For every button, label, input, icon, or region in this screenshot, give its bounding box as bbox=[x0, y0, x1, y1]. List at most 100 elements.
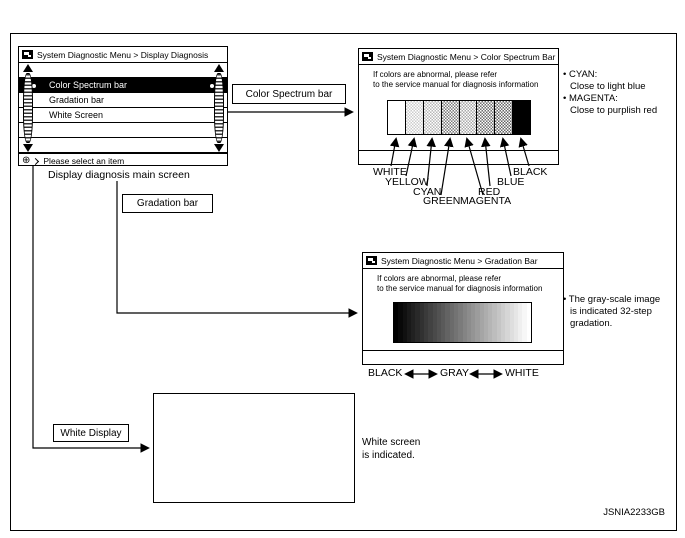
gradation-step bbox=[394, 303, 399, 342]
gradation-step bbox=[419, 303, 424, 342]
gradation-step bbox=[509, 303, 514, 342]
gradation-step bbox=[462, 303, 467, 342]
menu-item-label: Color Spectrum bar bbox=[49, 80, 128, 90]
scroll-wheel-band bbox=[213, 73, 224, 143]
gradation-step bbox=[432, 303, 437, 342]
flow-label-color-spectrum-bar: Color Spectrum bar bbox=[232, 84, 346, 104]
message-line: If colors are abnormal, please refer bbox=[373, 70, 498, 79]
gradation-step bbox=[526, 303, 531, 342]
gradation-step bbox=[402, 303, 407, 342]
flow-label-text: Gradation bar bbox=[136, 198, 199, 209]
gradation-step bbox=[436, 303, 442, 342]
scroll-wheel-band bbox=[22, 73, 33, 143]
segment-label-yellow: YELLOW bbox=[385, 176, 429, 188]
spectrum-segment-red bbox=[477, 101, 496, 134]
flow-label-white-display: White Display bbox=[53, 424, 129, 442]
gradation-step bbox=[415, 303, 420, 342]
gradation-screen: System Diagnostic Menu > Gradation Bar I… bbox=[362, 252, 564, 365]
segment-label-cyan: CYAN bbox=[413, 186, 442, 198]
gradation-step bbox=[466, 303, 472, 342]
segment-label-black: BLACK bbox=[513, 166, 548, 178]
scale-label-black: BLACK bbox=[368, 367, 403, 379]
menu-item-white-screen: White Screen bbox=[19, 108, 227, 123]
main-screen-menu: Color Spectrum bar Gradation bar White S… bbox=[19, 63, 227, 153]
segment-label-green: GREEN bbox=[423, 195, 461, 207]
main-screen-statusbar: ⊕ Please select an item bbox=[19, 153, 227, 168]
gradation-step bbox=[483, 303, 489, 342]
display-icon bbox=[366, 256, 377, 265]
spectrum-segment-white bbox=[388, 101, 406, 134]
note-term: CYAN: bbox=[563, 69, 657, 81]
figure-id: JSNIA2233GB bbox=[603, 507, 665, 518]
main-screen-title: System Diagnostic Menu > Display Diagnos… bbox=[37, 49, 209, 60]
chevron-icon bbox=[32, 157, 40, 165]
note-line: is indicated. bbox=[362, 450, 415, 461]
gradation-step bbox=[488, 303, 493, 342]
main-screen-titlebar: System Diagnostic Menu > Display Diagnos… bbox=[19, 47, 227, 63]
scroll-wheel-left bbox=[21, 64, 34, 152]
color-spectrum-bar bbox=[387, 100, 531, 135]
scroll-down-arrow-icon bbox=[213, 144, 224, 152]
gradation-screen-titlebar: System Diagnostic Menu > Gradation Bar bbox=[363, 253, 563, 269]
gradation-bar bbox=[393, 302, 532, 343]
gradation-step bbox=[518, 303, 523, 342]
menu-row-empty bbox=[19, 63, 227, 78]
rotary-knob-icon: ⊕ bbox=[22, 155, 31, 166]
spectrum-segment-cyan bbox=[423, 101, 442, 134]
white-screen-rect bbox=[153, 393, 355, 503]
gradation-step bbox=[505, 303, 510, 342]
gradation-step bbox=[453, 303, 459, 342]
flow-label-text: Color Spectrum bar bbox=[245, 88, 333, 100]
note-desc: Close to purplish red bbox=[570, 105, 658, 116]
display-icon bbox=[22, 50, 33, 59]
spectrum-segment-black bbox=[513, 101, 530, 134]
segment-label-white: WHITE bbox=[373, 166, 407, 178]
gradation-step bbox=[411, 303, 416, 342]
scroll-up-arrow-icon bbox=[213, 64, 224, 72]
menu-item-label: White Screen bbox=[49, 110, 104, 120]
gradation-step bbox=[449, 303, 454, 342]
gradation-step bbox=[496, 303, 502, 342]
color-spectrum-screen: System Diagnostic Menu > Color Spectrum … bbox=[358, 48, 559, 165]
color-notes: CYAN: Close to light blue MAGENTA: Close… bbox=[563, 69, 657, 117]
display-icon bbox=[362, 52, 373, 61]
scale-label-white: WHITE bbox=[505, 367, 539, 379]
note-line: The gray-scale image bbox=[563, 294, 660, 306]
menu-item-color-spectrum-bar: Color Spectrum bar bbox=[19, 78, 227, 93]
segment-label-magenta: MAGENTA bbox=[460, 195, 512, 207]
gradation-step bbox=[522, 303, 527, 342]
flow-label-text: White Display bbox=[60, 427, 122, 439]
spectrum-segment-yellow bbox=[405, 101, 424, 134]
gradation-screen-footer bbox=[363, 350, 563, 364]
gradation-step bbox=[423, 303, 429, 342]
flow-label-gradation-bar: Gradation bar bbox=[122, 194, 213, 213]
spectrum-segment-magenta bbox=[459, 101, 478, 134]
gradation-step bbox=[479, 303, 484, 342]
spectrum-screen-title: System Diagnostic Menu > Color Spectrum … bbox=[377, 51, 556, 62]
gradation-message: If colors are abnormal, please refer to … bbox=[377, 274, 542, 294]
note-term: MAGENTA: bbox=[563, 93, 657, 105]
gradation-note: The gray-scale image is indicated 32-ste… bbox=[563, 294, 660, 330]
main-screen-caption: Display diagnosis main screen bbox=[48, 169, 190, 181]
note-line: is indicated 32-step bbox=[570, 306, 652, 317]
note-desc: Close to light blue bbox=[570, 81, 646, 92]
gradation-screen-title: System Diagnostic Menu > Gradation Bar bbox=[381, 255, 538, 266]
gradation-step bbox=[406, 303, 412, 342]
spectrum-screen-footer bbox=[359, 150, 558, 164]
note-line: White screen bbox=[362, 437, 421, 448]
spectrum-segment-blue bbox=[495, 101, 514, 134]
gradation-step bbox=[471, 303, 476, 342]
spectrum-screen-titlebar: System Diagnostic Menu > Color Spectrum … bbox=[359, 49, 558, 65]
gradation-step bbox=[445, 303, 450, 342]
gradation-step bbox=[428, 303, 433, 342]
gradation-step bbox=[441, 303, 446, 342]
message-line: to the service manual for diagnosis info… bbox=[377, 284, 543, 293]
note-line: gradation. bbox=[570, 318, 613, 329]
segment-label-blue: BLUE bbox=[497, 176, 525, 188]
scroll-down-arrow-icon bbox=[22, 144, 33, 152]
menu-row-empty bbox=[19, 123, 227, 138]
menu-item-gradation-bar: Gradation bar bbox=[19, 93, 227, 108]
gradation-step bbox=[398, 303, 403, 342]
white-screen-note: White screen is indicated. bbox=[362, 436, 420, 462]
